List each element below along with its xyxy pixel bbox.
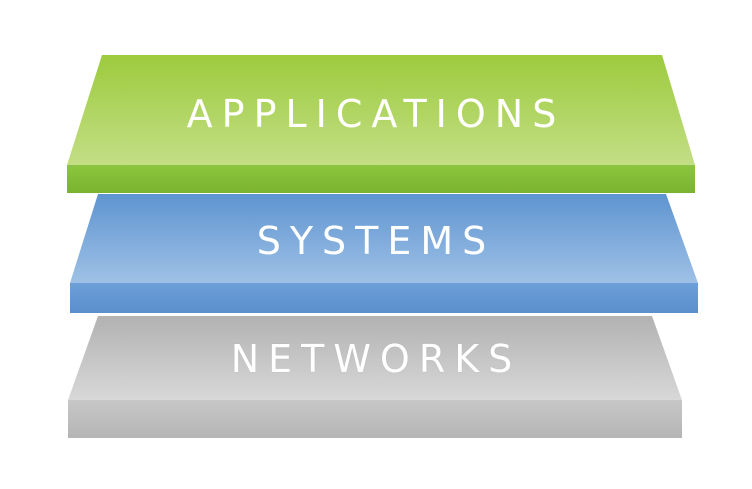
layer-networks-top-face <box>68 316 682 400</box>
layer-systems-front-edge <box>70 283 698 313</box>
layer-systems <box>70 194 698 313</box>
layer-applications-front-edge <box>67 165 695 193</box>
layer-applications-top-face <box>67 55 695 165</box>
layer-applications <box>67 55 695 193</box>
layer-systems-top-face <box>70 194 698 283</box>
layer-networks <box>68 316 682 438</box>
layer-networks-front-edge <box>68 400 682 438</box>
